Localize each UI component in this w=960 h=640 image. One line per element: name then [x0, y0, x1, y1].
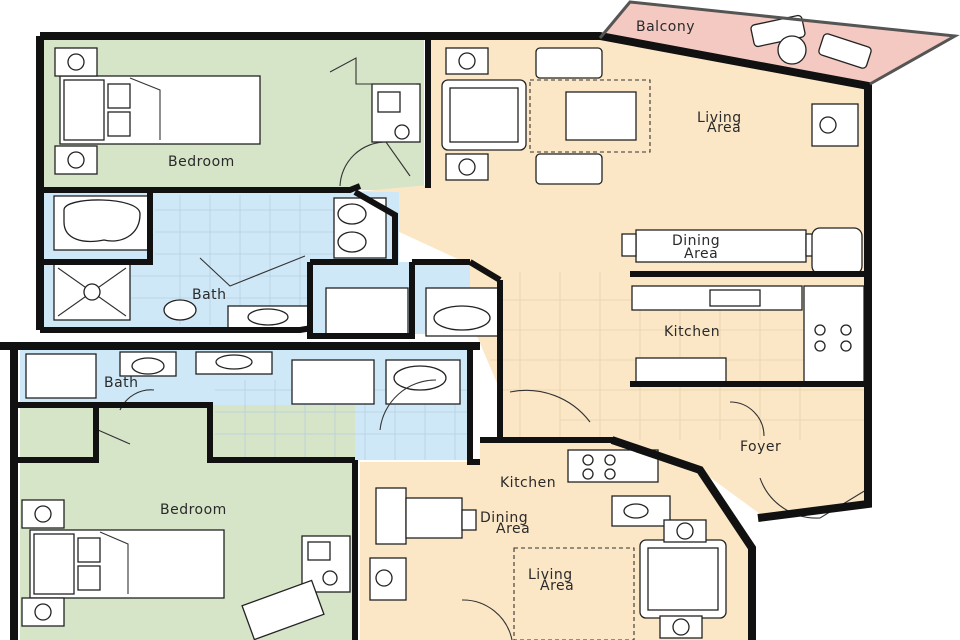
label-dining-1-b: Area [684, 246, 718, 262]
dining-2-table [369, 487, 477, 601]
living-2-sofa [461, 519, 727, 640]
bedroom-1-dresser [329, 57, 421, 143]
label-kitchen-1: Kitchen [664, 324, 720, 340]
foyer-door [759, 477, 867, 519]
label-bedroom-1: Bedroom [168, 154, 235, 170]
balcony-railing [598, 0, 960, 86]
label-living-1-a: Living [697, 110, 742, 126]
label-dining-2-a: Dining [480, 510, 528, 526]
label-kitchen-2: Kitchen [500, 475, 556, 491]
label-bath-1: Bath [192, 287, 227, 303]
bath-2-fixtures [25, 351, 461, 431]
bedroom-1-bed [59, 75, 261, 145]
label-bedroom-2: Bedroom [160, 502, 227, 518]
label-foyer: Foyer [740, 439, 781, 455]
label-dining-2-b: Area [496, 521, 530, 537]
label-balcony: Balcony [636, 19, 695, 35]
label-living-1-b: Area [707, 120, 741, 136]
label-bath-2: Bath [104, 375, 139, 391]
living-1-chairs-table [529, 47, 651, 185]
unit-2-kitchen [567, 449, 671, 527]
living-1-tv [811, 103, 859, 147]
kitchen-1-counter [509, 285, 865, 437]
bath-1-fixtures [53, 195, 501, 337]
living-1-sofa [441, 47, 527, 181]
label-living-2-b: Area [540, 578, 574, 594]
bedroom-2-bed [21, 499, 225, 627]
label-dining-1-a: Dining [672, 233, 720, 249]
walls [0, 32, 872, 640]
balcony-chairs [750, 14, 872, 69]
label-living-2-a: Living [528, 567, 573, 583]
bedroom-1-nightstands [54, 47, 98, 175]
bedroom-2-dresser [97, 429, 351, 640]
bath-1-tiles [130, 195, 335, 325]
bedroom-1-door [339, 141, 411, 187]
